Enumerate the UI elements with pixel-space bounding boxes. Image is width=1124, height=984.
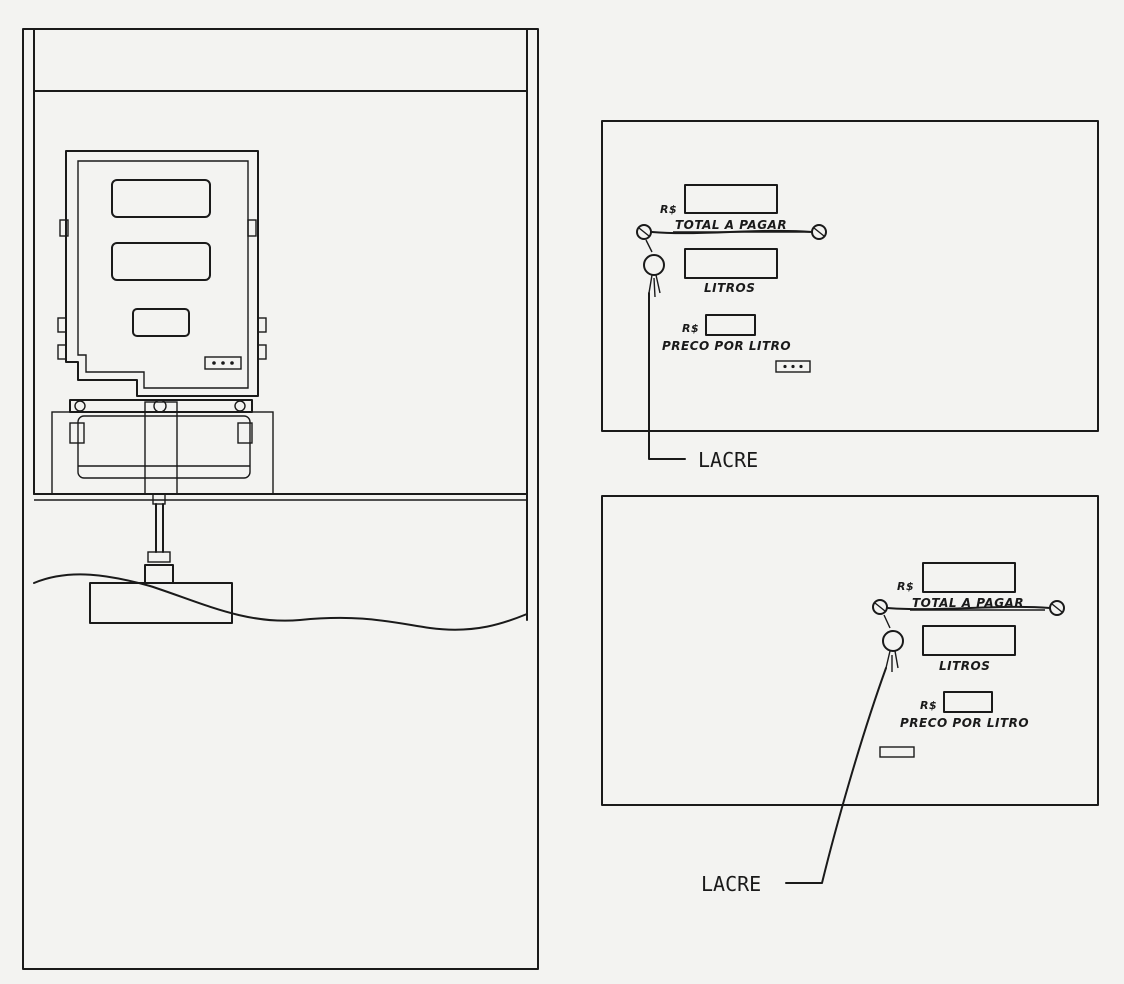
- head-window-liters: [111, 242, 211, 281]
- seal-wire: [651, 229, 813, 235]
- liters-label: LITROS: [939, 659, 990, 673]
- hinge-left-low: [57, 344, 67, 360]
- total-window: [922, 562, 1016, 593]
- lacre-seal-icon: [643, 254, 665, 276]
- display-panel-top: R$ TOTAL A PAGAR LITROS R$ PRECO POR LIT…: [601, 120, 1099, 472]
- display-head-housing: [65, 150, 259, 397]
- currency-price: R$: [682, 322, 699, 335]
- shaft-foot: [144, 564, 174, 584]
- price-window: [705, 314, 756, 336]
- panel-keypad: [879, 746, 915, 758]
- lacre-leader-line: [785, 667, 887, 884]
- liters-label: LITROS: [704, 281, 755, 295]
- seal-screw-right-icon: [1049, 600, 1065, 616]
- panel-outline: [601, 120, 1099, 432]
- hinge-right-low: [257, 344, 267, 360]
- hinge-left-mid: [57, 317, 67, 333]
- lacre-callout: LACRE: [698, 448, 758, 472]
- head-window-price: [132, 308, 190, 337]
- head-keypad: [204, 356, 242, 370]
- seal-wire: [887, 605, 1051, 611]
- break-line: [33, 573, 528, 631]
- hinge-right-mid: [257, 317, 267, 333]
- currency-total: R$: [897, 580, 914, 593]
- total-label: TOTAL A PAGAR: [675, 218, 787, 232]
- hinge-right-top: [247, 219, 257, 237]
- cabinet-outline: [22, 28, 539, 970]
- total-window: [684, 184, 778, 214]
- panel-outline: [601, 495, 1099, 806]
- lacre-leader-line: [648, 292, 686, 460]
- display-panel-bottom: R$ TOTAL A PAGAR LITROS R$ PRECO POR LIT…: [601, 495, 1099, 896]
- pump-base-inner: [77, 415, 251, 479]
- liters-window: [922, 625, 1016, 656]
- lacre-callout: LACRE: [701, 872, 761, 896]
- pump-base-frame: [51, 411, 274, 495]
- dispenser-front-view: [22, 28, 539, 970]
- hinge-left-top: [59, 219, 69, 237]
- head-window-total: [111, 179, 211, 218]
- bracket-bolt-left: [69, 422, 85, 444]
- price-window: [943, 691, 993, 713]
- shaft-coupling: [147, 551, 171, 563]
- display-head-bezel: [77, 160, 249, 389]
- seal-screw-left-icon: [872, 599, 888, 615]
- bracket-bolt-right: [237, 422, 253, 444]
- lacre-seal-icon: [882, 630, 904, 652]
- price-label: PRECO POR LITRO: [900, 716, 1029, 730]
- panel-keypad: [775, 360, 811, 373]
- currency-total: R$: [660, 203, 677, 216]
- liters-window: [684, 248, 778, 279]
- price-label: PRECO POR LITRO: [662, 339, 791, 353]
- pump-motor-block: [89, 582, 233, 624]
- seal-screw-left-icon: [636, 224, 652, 240]
- seal-screw-right-icon: [811, 224, 827, 240]
- currency-price: R$: [920, 699, 937, 712]
